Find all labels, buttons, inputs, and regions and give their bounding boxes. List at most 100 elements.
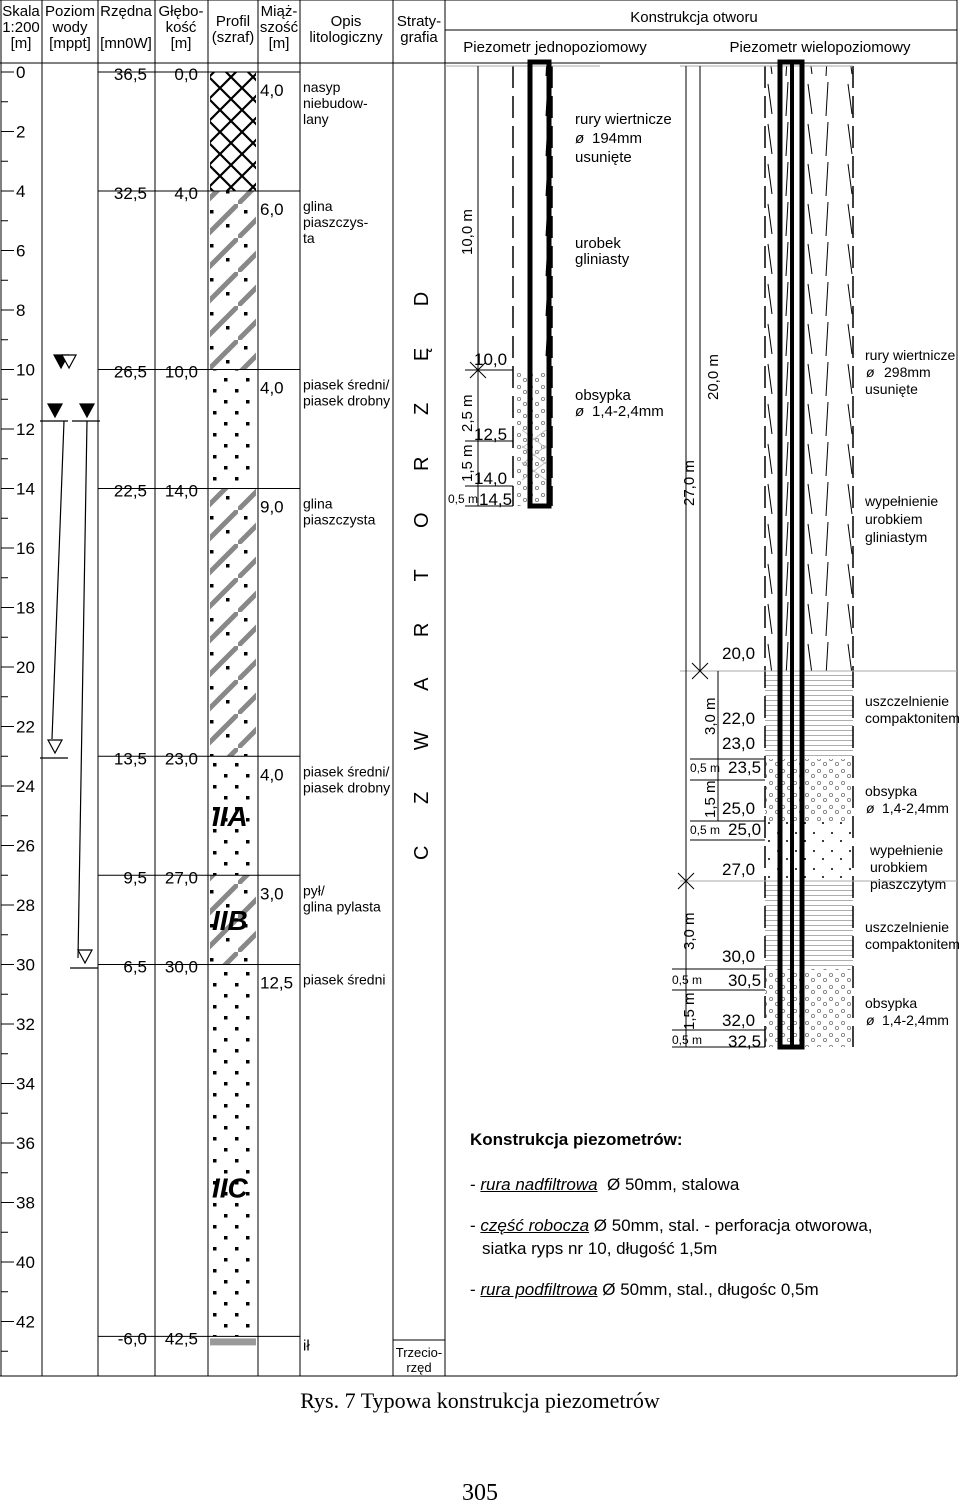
stratigraphy: C Z W A R T O R Z Ę D Trzecio-rzęd	[393, 274, 445, 1375]
scale-label: 4	[16, 182, 25, 201]
multi-mark: 20,0	[722, 644, 755, 663]
multi-piezometer: 20,0 m 27,0 m 3,0 m 1,5 m 3,0 m 1,5 m 0,…	[672, 59, 960, 1051]
scale-label: 28	[16, 896, 35, 915]
water-level-icon	[46, 739, 64, 755]
layer-description: pył/glina pylasta	[303, 882, 381, 914]
multi-mark: 32,5	[728, 1032, 761, 1051]
multi-dim-05c: 0,5 m	[672, 973, 702, 987]
water-level-icon	[60, 354, 78, 370]
bottom-elevation: -6,0	[118, 1329, 147, 1348]
layer-thickness: 12,5	[260, 974, 293, 993]
scale-label: 20	[16, 658, 35, 677]
layer-depth: 30,0	[165, 958, 198, 977]
header-profile: Profil(szraf)	[212, 13, 255, 46]
multi-mark: 23,5	[728, 758, 761, 777]
scale-label: 2	[16, 123, 25, 142]
multi-mark: 25,0	[728, 820, 761, 839]
note-item: - rura podfiltrowa Ø 50mm, stal., długoś…	[470, 1279, 819, 1299]
diameter-icon: ø	[866, 1012, 875, 1028]
bottom-description: ił	[303, 1337, 310, 1354]
layer-thickness: 6,0	[260, 200, 284, 219]
multi-dim-15a: 1,5 m	[702, 780, 719, 818]
construction-notes: Konstrukcja piezometrów: - rura nadfiltr…	[470, 1130, 950, 1320]
multi-mark: 32,0	[722, 1011, 755, 1030]
layer-thickness: 4,0	[260, 379, 284, 398]
diameter-icon: ø	[866, 800, 875, 816]
profile-layer	[210, 72, 256, 191]
layer-depth: 10,0	[165, 363, 198, 382]
profile-layer	[210, 369, 256, 489]
header-construction: Konstrukcja otworu	[630, 9, 758, 26]
profile-layer	[210, 756, 256, 876]
water-level-icon	[76, 949, 94, 965]
scale-label: 40	[16, 1253, 35, 1272]
single-pipe	[527, 59, 552, 509]
layer-elevation: 9,5	[123, 868, 147, 887]
scale-label: 38	[16, 1194, 35, 1213]
layer-description: piasek średni/piasek drobny	[303, 377, 390, 409]
diameter-icon: ø	[575, 403, 584, 420]
multi-dim-05b: 0,5 m	[690, 823, 720, 837]
single-mark: 10,0	[474, 350, 507, 369]
layer-thickness: 4,0	[260, 81, 284, 100]
profile-layer	[210, 964, 256, 1337]
layer-depth: 27,0	[165, 868, 198, 887]
layer-depth: 0,0	[174, 65, 198, 84]
profile-layer	[210, 875, 256, 965]
scale-label: 36	[16, 1134, 35, 1153]
layer-thickness: 4,0	[260, 765, 284, 784]
layer-description: piasek średni	[303, 972, 386, 988]
bottom-depth: 42,5	[165, 1329, 198, 1348]
scale-label: 22	[16, 718, 35, 737]
water-levels	[40, 354, 100, 969]
scale-label: 0	[16, 63, 25, 82]
aquifer-label: IIC	[212, 1173, 249, 1204]
note-item: - część robocza Ø 50mm, stal. - perforac…	[470, 1215, 873, 1258]
scale-label: 18	[16, 599, 35, 618]
note-item: - rura nadfiltrowa Ø 50mm, stalowa	[470, 1175, 740, 1194]
scale-label: 16	[16, 539, 35, 558]
scale-label: 42	[16, 1313, 35, 1332]
scale-label: 6	[16, 242, 25, 261]
aquifer-label: IIB	[212, 905, 248, 936]
water-level-icon	[46, 403, 64, 419]
scale-label: 30	[16, 956, 35, 975]
multi-dim-15b: 1,5 m	[681, 992, 698, 1030]
multi-mark: 23,0	[722, 734, 755, 753]
multi-dim-05a: 0,5 m	[690, 761, 720, 775]
multi-dim-27: 27,0 m	[681, 460, 698, 506]
layer-depth: 14,0	[165, 482, 198, 501]
scale-label: 34	[16, 1075, 35, 1094]
strat-quaternary: C Z W A R T O R Z Ę D	[411, 274, 433, 860]
single-dim-filter: 2,5 m	[459, 394, 476, 432]
layer-elevation: 36,5	[114, 65, 147, 84]
header-depth: Głębo-kość[m]	[158, 3, 203, 52]
diameter-icon: ø	[866, 364, 875, 380]
single-mark: 14,0	[474, 469, 507, 488]
multi-dim-3a: 3,0 m	[702, 697, 719, 735]
layer-elevation: 13,5	[114, 749, 147, 768]
water-level-icon	[78, 403, 96, 419]
scale-label: 14	[16, 480, 35, 499]
single-dim-top: 10,0 m	[459, 209, 476, 255]
scale-label: 10	[16, 361, 35, 380]
single-mark: 12,5	[474, 425, 507, 444]
multi-dim-20: 20,0 m	[705, 354, 722, 400]
multi-mark: 30,5	[728, 971, 761, 990]
layer-thickness: 9,0	[260, 498, 284, 517]
multi-dim-3b: 3,0 m	[681, 912, 698, 950]
